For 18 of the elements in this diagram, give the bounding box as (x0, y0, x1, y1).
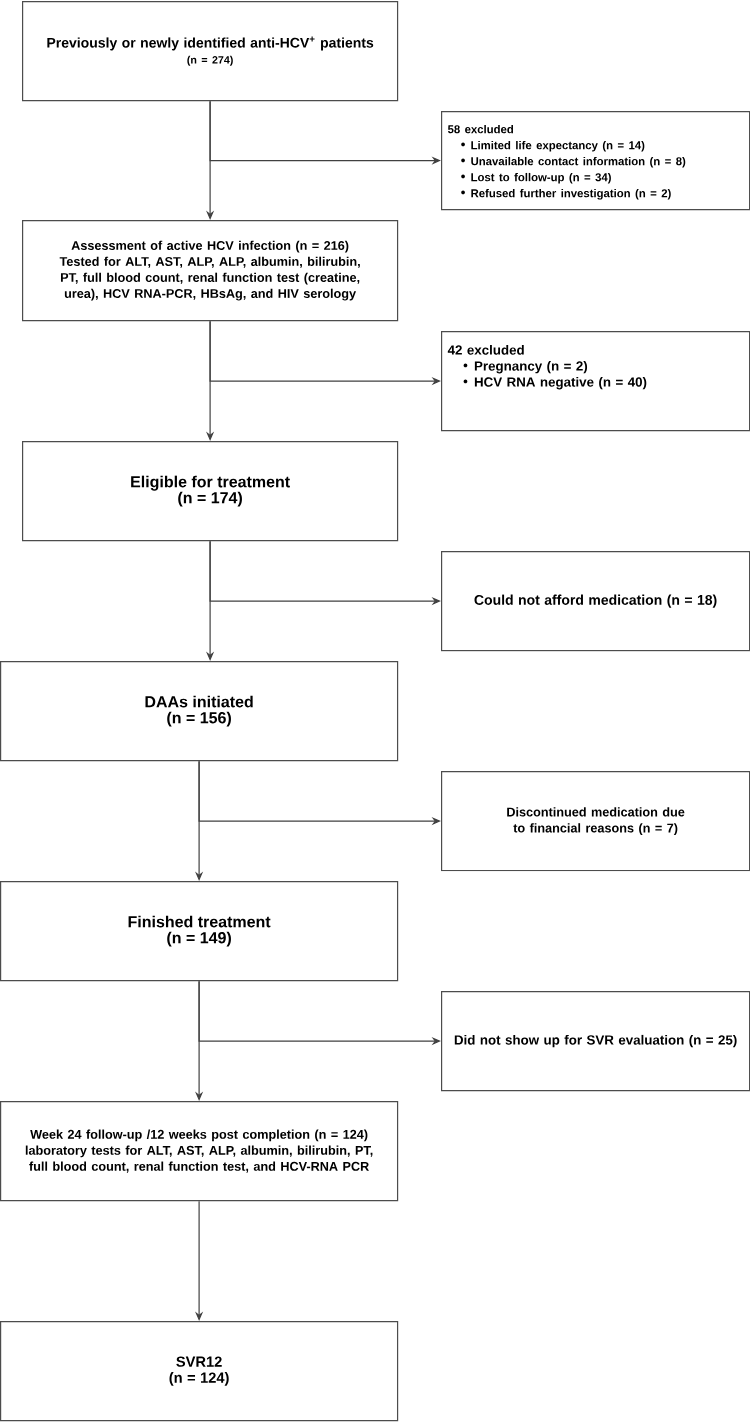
process-box: DAAs initiated (n = 156) (0, 661, 399, 762)
process-box: Assessment of active HCV infection (n = 216) Tested for ALT, AST, ALP, ALP, albumin, bilirubin, PT, full blood count, renal function test (creatine, urea), HCV RNA-PCR, HBsAg, and HIV serology (22, 220, 399, 322)
arrow (206, 320, 215, 441)
exclusion-box: Discontinued medication due to financial reasons (n = 7) (441, 771, 750, 872)
exclusion-box: 58 excluded Limited life expectancy (n = 14) Unavailable contact information (n = 8) Lost to follow-up (n = 34) Refused further investigation (n = 2) (441, 111, 750, 211)
exclusion-box: 42 excluded Pregnancy (n = 2) HCV RNA negative (n = 40) (441, 331, 750, 432)
exclusion-box: Did not show up for SVR evaluation (n = 25) (441, 991, 750, 1092)
arrow (206, 100, 215, 220)
process-box: Week 24 follow-up /12 weeks post completion (n = 124) laboratory tests for ALT, AST, ALP, albumin, bilirubin, PT, full blood count, renal function test, and HCV-RNA PCR (0, 1101, 399, 1202)
process-box: Previously or newly identified anti-HCV$^{+}$ patients (n = 274) (22, 1, 399, 102)
process-box: Eligible for treatment (n = 174) (22, 441, 399, 542)
arrow (195, 1200, 204, 1321)
arrow (195, 980, 204, 1101)
arrow (195, 760, 204, 881)
process-box: SVR12 (n = 124) (0, 1321, 399, 1422)
exclusion-box: Could not afford medication (n = 18) (441, 551, 750, 652)
arrow (206, 540, 215, 661)
process-box: Finished treatment (n = 149) (0, 881, 399, 982)
